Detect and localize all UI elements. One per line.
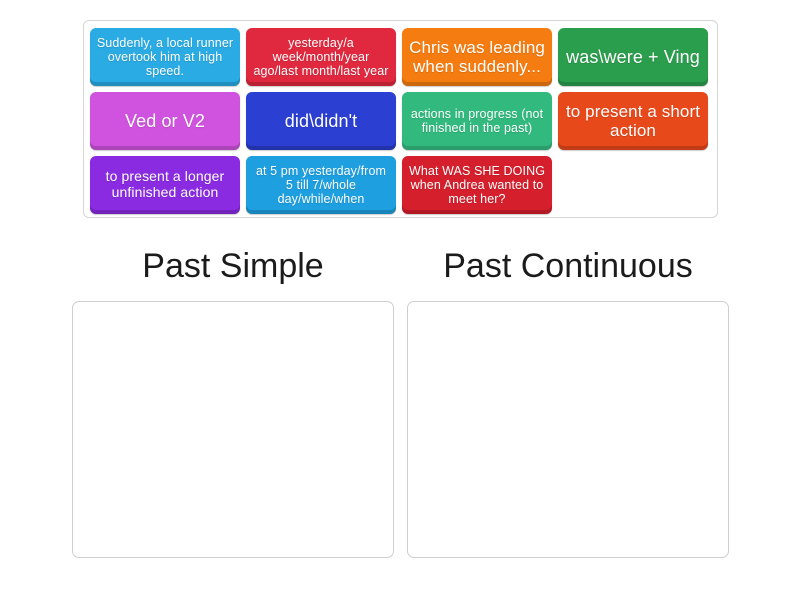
draggable-tile[interactable]: did\didn't: [246, 92, 396, 150]
tile-label: Ved or V2: [125, 110, 205, 131]
tile-row: Ved or V2 did\didn't actions in progress…: [90, 92, 711, 150]
category-past-continuous: Past Continuous: [407, 247, 729, 559]
category-title: Past Continuous: [443, 247, 693, 285]
tile-label: to present a longer unfinished action: [105, 168, 225, 200]
draggable-tile[interactable]: yesterday/a week/month/year ago/last mon…: [246, 28, 396, 86]
draggable-tile[interactable]: was\were + Ving: [558, 28, 708, 86]
tile-row: to present a longer unfinished action at…: [90, 156, 711, 214]
category-title: Past Simple: [142, 247, 324, 285]
draggable-tile[interactable]: actions in progress (not finished in the…: [402, 92, 552, 150]
word-tile-tray: Suddenly, a local runner overtook him at…: [83, 20, 718, 218]
tile-label: to present a short action: [565, 101, 701, 140]
drop-zone-past-continuous[interactable]: [407, 301, 729, 559]
draggable-tile[interactable]: Suddenly, a local runner overtook him at…: [90, 28, 240, 86]
tile-label: What WAS SHE DOING when Andrea wanted to…: [408, 164, 546, 206]
tile-label: did\didn't: [284, 110, 358, 131]
tile-label: yesterday/a week/month/year ago/last mon…: [253, 36, 389, 78]
draggable-tile[interactable]: to present a short action: [558, 92, 708, 150]
draggable-tile[interactable]: Chris was leading when suddenly...: [402, 28, 552, 86]
drop-zone-past-simple[interactable]: [72, 301, 394, 559]
category-columns: Past Simple Past Continuous: [72, 247, 729, 559]
tile-label: Suddenly, a local runner overtook him at…: [96, 36, 234, 78]
tile-label: at 5 pm yesterday/from 5 till 7/whole da…: [255, 164, 387, 206]
tile-label: was\were + Ving: [566, 46, 700, 67]
draggable-tile[interactable]: What WAS SHE DOING when Andrea wanted to…: [402, 156, 552, 214]
tile-row: Suddenly, a local runner overtook him at…: [90, 28, 711, 86]
draggable-tile[interactable]: to present a longer unfinished action: [90, 156, 240, 214]
category-past-simple: Past Simple: [72, 247, 394, 559]
draggable-tile[interactable]: at 5 pm yesterday/from 5 till 7/whole da…: [246, 156, 396, 214]
tile-label: actions in progress (not finished in the…: [410, 107, 544, 135]
tile-label: Chris was leading when suddenly...: [409, 37, 545, 76]
draggable-tile[interactable]: Ved or V2: [90, 92, 240, 150]
